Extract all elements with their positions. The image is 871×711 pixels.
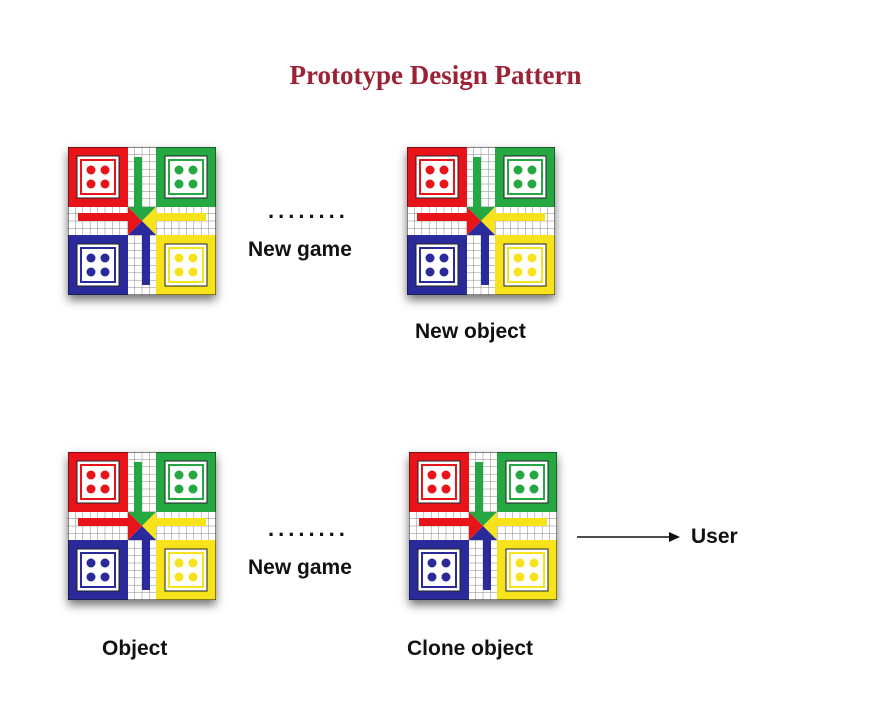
new-object-caption: New object — [415, 320, 526, 343]
dotted-connector: ........ — [268, 198, 349, 223]
ludo-board-icon — [68, 147, 216, 295]
user-label: User — [691, 525, 738, 548]
new-game-label: New game — [248, 238, 352, 261]
diagram-title: Prototype Design Pattern — [289, 60, 582, 90]
new-game-label: New game — [248, 556, 352, 579]
ludo-board-icon — [409, 452, 557, 600]
ludo-board-icon — [68, 452, 216, 600]
object-caption: Object — [102, 637, 168, 660]
dotted-connector: ........ — [268, 516, 349, 541]
clone-object-caption: Clone object — [407, 637, 534, 660]
ludo-board-icon — [407, 147, 555, 295]
right-arrow-icon — [577, 532, 680, 542]
